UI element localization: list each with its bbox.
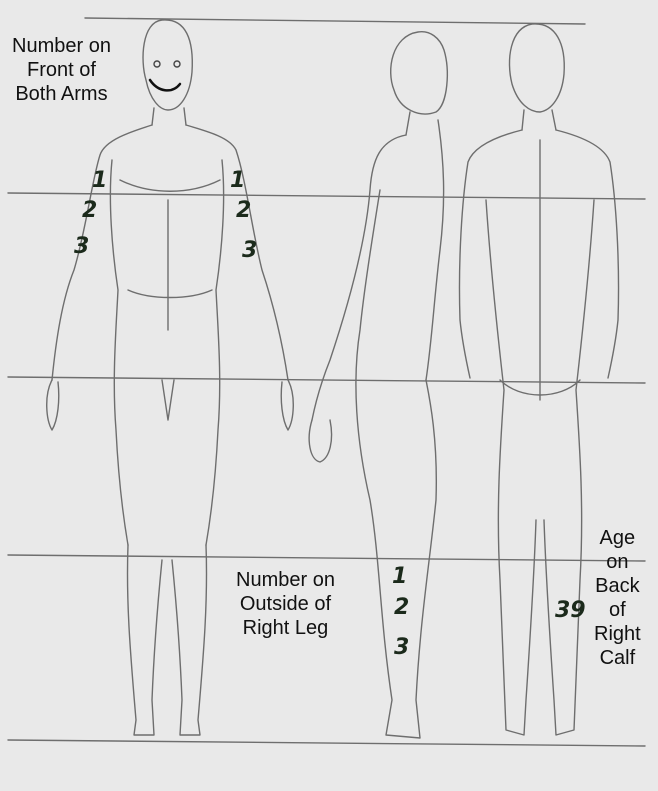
label-calf-line-5: Right xyxy=(594,622,641,646)
right-arm-mark-1: 1 xyxy=(230,170,245,192)
label-calf-line-6: Calf xyxy=(594,646,641,670)
left-arm-mark-3: 3 xyxy=(74,236,89,258)
right-arm-mark-2: 2 xyxy=(236,200,251,222)
label-calf: Age on Back of Right Calf xyxy=(594,526,641,670)
label-arms: Number on Front of Both Arms xyxy=(12,34,111,106)
label-leg-line-3: Right Leg xyxy=(236,616,335,640)
label-leg-line-2: Outside of xyxy=(236,592,335,616)
label-leg-line-1: Number on xyxy=(236,568,335,592)
label-arms-line-1: Number on xyxy=(12,34,111,58)
label-arms-line-2: Front of xyxy=(12,58,111,82)
calf-age-mark: 39 xyxy=(555,600,586,622)
label-leg: Number on Outside of Right Leg xyxy=(236,568,335,640)
label-calf-line-4: of xyxy=(594,598,641,622)
right-arm-mark-3: 3 xyxy=(242,240,257,262)
left-arm-mark-1: 1 xyxy=(92,170,107,192)
leg-mark-3: 3 xyxy=(394,637,409,659)
left-arm-mark-2: 2 xyxy=(82,200,97,222)
label-calf-line-2: on xyxy=(594,550,641,574)
label-calf-line-1: Age xyxy=(594,526,641,550)
label-calf-line-3: Back xyxy=(594,574,641,598)
leg-mark-1: 1 xyxy=(392,566,407,588)
label-arms-line-3: Both Arms xyxy=(12,82,111,106)
leg-mark-2: 2 xyxy=(394,597,409,619)
